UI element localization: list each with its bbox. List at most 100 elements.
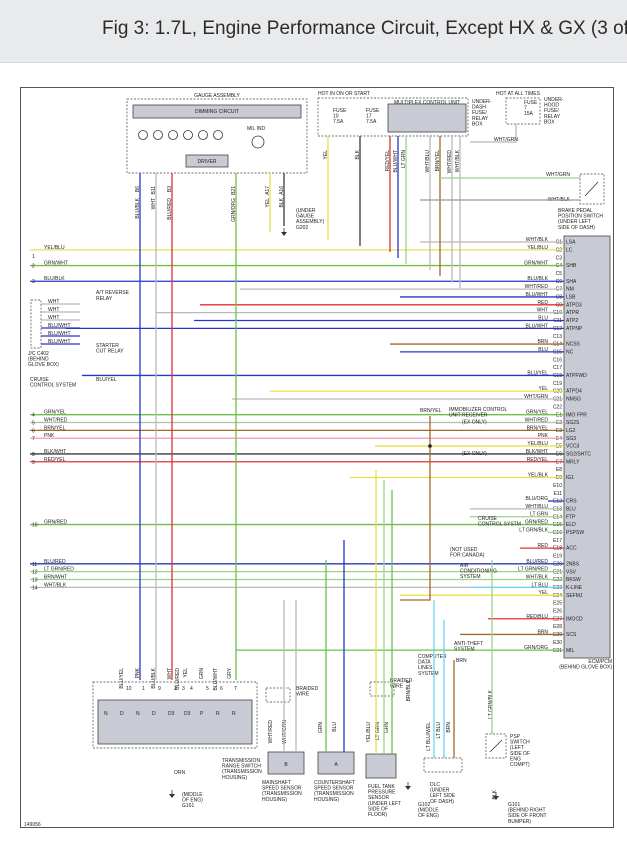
connector-ref-number: 7 — [32, 436, 35, 442]
multiplex-label: MULTIPLEX CONTROL UNIT — [394, 100, 460, 106]
ecm-signal-label: NMSG — [566, 397, 581, 403]
wire-color-label: GRN/WHT — [44, 261, 68, 267]
ground-g101b-label: SIDE OF FRONT — [508, 813, 547, 819]
fuel-tank-ground-wire: BRN/BLK — [406, 679, 412, 701]
ex-only-label: (EX ONLY) — [462, 451, 487, 457]
countershaft-sensor-label: SPEED SENSOR — [314, 786, 354, 792]
dlc-label: DLC — [430, 782, 440, 788]
connector-ref-number: 6 — [32, 428, 35, 434]
at-reverse-relay-label: A/T REVERSE — [96, 290, 130, 296]
ecm-signal-label: LSB — [566, 295, 576, 301]
ecm-signal-label: ATP2 — [566, 318, 578, 324]
connector-ref-number: 14 — [32, 585, 38, 591]
underdash-box-label: RELAY — [472, 116, 489, 122]
braided-wire-label: BRAIDED — [390, 678, 413, 684]
ecm-signal-label: ATPD3 — [566, 302, 582, 308]
ground-g101b-label: G101 — [508, 802, 520, 808]
connector-ref-number: 10 — [32, 523, 38, 529]
wire-color-label: WHT/BLK — [44, 582, 67, 588]
wire-color-label: BRN/YEL — [44, 425, 66, 431]
brake-pedal-switch-label: (UNDER LEFT — [558, 219, 591, 225]
gauge-wire-color: BLU/RED — [167, 198, 173, 220]
ecm-wire-color: BLU/YEL — [527, 370, 548, 376]
trs-position-label: D3 — [168, 711, 175, 717]
ecm-signal-label: MIL — [566, 648, 575, 654]
hot-at-all-times-label: HOT AT ALL TIMES — [496, 91, 541, 97]
ecm-signal-label: CRS — [566, 499, 577, 505]
underdash-box-label: FUSE/ — [472, 110, 487, 116]
gauge-wire-color: YEL — [265, 198, 271, 208]
starter-cut-relay-label: STARTER — [96, 343, 119, 349]
brake-pedal-switch-box — [579, 173, 605, 205]
ecm-wire-color: YEL — [539, 386, 549, 392]
countershaft-wire-color: BLU — [332, 722, 338, 732]
ecm-pin-id: E8 — [556, 467, 562, 473]
cdl-wire-color: BRN — [456, 658, 467, 664]
under-gauge-ground-label: G202 — [296, 225, 308, 231]
wire-color-label: BRN/WHT — [44, 575, 67, 581]
ecm-signal-label: VCC3 — [566, 444, 580, 450]
ecm-wire-color: RED/YEL — [527, 457, 549, 463]
ecm-signal-label: LSA — [566, 240, 576, 246]
ecm-wire-color: YEL/BLU — [527, 245, 548, 251]
fuel-tank-sensor-label: FLOOR) — [368, 812, 387, 818]
underdash-box-label: BOX — [472, 121, 483, 127]
ecm-pcm-label: (BEHIND GLOVE BOX) — [559, 665, 612, 671]
ecm-signal-label: ATPR — [566, 310, 579, 316]
ecm-wire-color: BLU/RED — [526, 559, 548, 565]
brake-pedal-switch-label: SIDE OF DASH) — [558, 225, 595, 231]
gauge-pin-id: B3 — [167, 186, 173, 192]
junction-wire-color: WHT — [48, 315, 59, 321]
junction-connector-label: (BEHIND — [28, 357, 49, 363]
fuse-17-label: 17 — [366, 114, 372, 120]
ecm-signal-label: K-LINE — [566, 585, 583, 591]
gauge-pin-id: B21 — [231, 186, 237, 195]
psp-switch-label: SIDE OF — [510, 751, 530, 757]
trs-wire-color: YEL — [183, 668, 189, 678]
ecm-wire-color: WHT/BLK — [526, 575, 549, 581]
ecm-signal-label: LG2 — [566, 428, 576, 434]
dimming-circuit-label: DIMMING CIRCUIT — [195, 109, 239, 115]
underhood-box-label: UNDER- — [544, 97, 564, 103]
underhood-fuse-box — [505, 97, 541, 125]
ex-only-label: (EX ONLY) — [462, 420, 487, 426]
gauge-wire-color: BLU/BLK — [135, 197, 141, 218]
ecm-wire-color: WHT/RED — [525, 284, 549, 290]
wire-color-label: GRN/RED — [44, 520, 67, 526]
trs-wire-color: PNK — [135, 667, 141, 678]
dlc-label: LEFT SIDE — [430, 793, 456, 799]
wire-color-label: RED/YEL — [44, 457, 66, 463]
transmission-range-switch-label: (TRANSMISSION — [222, 769, 262, 775]
brake-pedal-switch-label: BRAKE PEDAL — [558, 208, 593, 214]
dimming-circuit-box — [132, 104, 302, 119]
dlc-label: OF DASH) — [430, 799, 454, 805]
ecm-wire-color: PNK — [538, 433, 549, 439]
junction-wire-color: WHT — [48, 299, 59, 305]
ecm-wire-color: GRN/WHT — [524, 261, 548, 267]
hot-in-on-or-start-label: HOT IN ON OR START — [318, 91, 370, 97]
mainshaft-sensor-label: (TRANSMISSION — [262, 791, 302, 797]
connector-ref-number: 9 — [32, 460, 35, 466]
mainshaft-sensor-box — [267, 751, 305, 775]
ecm-signal-label: IG1 — [566, 475, 574, 481]
underhood-box-label: HOOD — [544, 103, 559, 109]
connector-ref-number: 4 — [32, 413, 35, 419]
transmission-range-switch-label: HOUSING) — [222, 775, 247, 781]
figure-id-label: 149056 — [24, 822, 41, 828]
fuse-10-label: 10 — [333, 114, 339, 120]
ground-g101-label: OF ENG) — [182, 798, 203, 804]
trs-pin-id: 1 — [142, 686, 145, 692]
ground-g101b-label: (BEHIND RIGHT — [508, 808, 546, 814]
multiplex-wire-color: WHT/RED — [447, 150, 453, 174]
fuse-17-label: FUSE — [366, 108, 380, 114]
ecm-signal-label: ATPD4 — [566, 389, 582, 395]
ecm-signal-label: BLU — [566, 506, 576, 512]
title-bar: Fig 3: 1.7L, Engine Performance Circuit,… — [0, 0, 627, 63]
immobilizer-wire — [400, 416, 431, 601]
immobilizer-label: UNIT RECEIVER — [449, 413, 488, 419]
ecm-signal-label: MRLY — [566, 459, 580, 465]
cruise-control-2-label: CRUISE — [478, 516, 498, 522]
mainshaft-sensor-label: SPEED SENSOR — [262, 786, 302, 792]
multiplex-wire-color: BRN/YEL — [435, 150, 441, 172]
